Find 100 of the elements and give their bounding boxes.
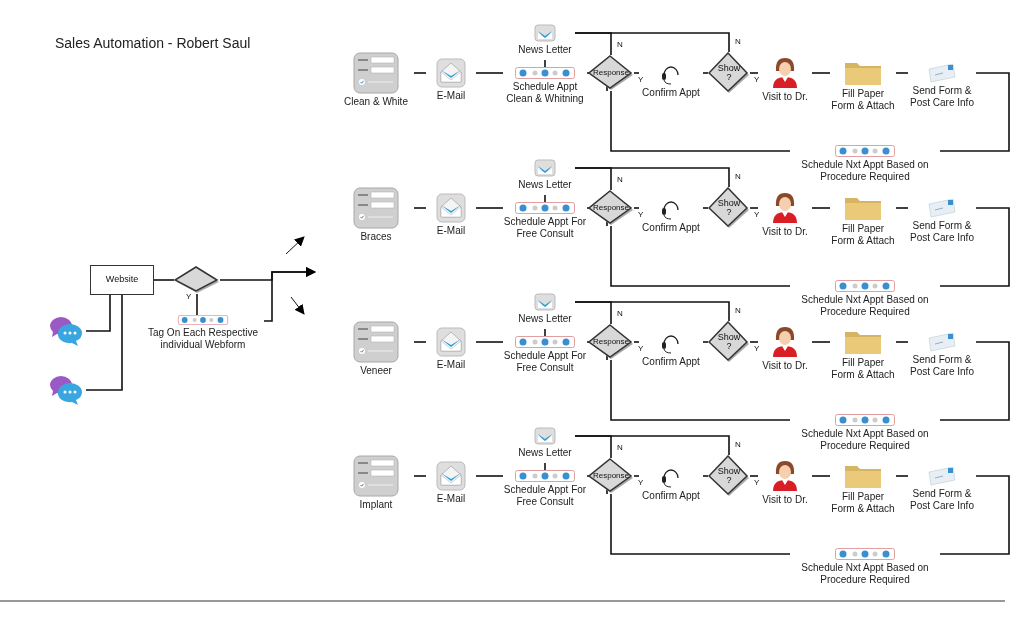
connector-line bbox=[895, 207, 909, 209]
node-label: Website bbox=[105, 273, 139, 287]
node-label: Send Form & Post Care Info bbox=[909, 354, 975, 378]
connector-line bbox=[574, 301, 730, 322]
edge-label: Y bbox=[753, 478, 761, 488]
connector-line bbox=[749, 72, 759, 74]
connector-line bbox=[811, 72, 831, 74]
connector-line bbox=[544, 462, 546, 471]
edge-label: Y bbox=[753, 210, 761, 220]
node-label: Clean & White bbox=[343, 96, 409, 108]
node-label: E-Mail bbox=[435, 225, 467, 237]
edge-label: N bbox=[734, 37, 742, 47]
connector-line bbox=[811, 475, 831, 477]
connector-line bbox=[475, 207, 504, 209]
node-label: Visit to Dr. bbox=[761, 91, 809, 103]
arrow bbox=[263, 267, 316, 322]
connector-line bbox=[633, 207, 640, 209]
connector-line bbox=[196, 293, 198, 316]
connector-line bbox=[475, 475, 504, 477]
node-label: Response bbox=[593, 471, 629, 481]
edge-label: N bbox=[734, 440, 742, 450]
connector-line bbox=[939, 207, 1010, 287]
edge-label: Y bbox=[637, 344, 645, 354]
connector-line bbox=[702, 72, 709, 74]
connector-line bbox=[749, 341, 759, 343]
connector-line bbox=[811, 341, 831, 343]
node-label: Fill Paper Form & Attach bbox=[830, 223, 896, 247]
node-label: E-Mail bbox=[435, 493, 467, 505]
connector-line bbox=[413, 72, 427, 74]
connector-line bbox=[749, 207, 759, 209]
connector-line bbox=[702, 207, 709, 209]
node-label: Schedule Nxt Appt Based on Procedure Required bbox=[800, 294, 930, 318]
connector-line bbox=[574, 435, 730, 456]
connector-line bbox=[633, 72, 640, 74]
node-label: Show ? bbox=[716, 198, 742, 218]
node-label: Show ? bbox=[716, 332, 742, 352]
edge-label: Y bbox=[637, 75, 645, 85]
connector-line bbox=[702, 341, 709, 343]
edge-label: Y bbox=[637, 210, 645, 220]
edge-label: N bbox=[734, 306, 742, 316]
connector-line bbox=[574, 32, 730, 53]
node-label: Visit to Dr. bbox=[761, 494, 809, 506]
connector-line bbox=[544, 194, 546, 203]
node-label: Fill Paper Form & Attach bbox=[830, 357, 896, 381]
connector-line bbox=[895, 475, 909, 477]
connector-line bbox=[811, 207, 831, 209]
node-label: Schedule Appt For Free Consult bbox=[503, 484, 587, 508]
edge-label: Y bbox=[185, 292, 193, 302]
node-label: Schedule Appt For Free Consult bbox=[503, 350, 587, 374]
node-label: Schedule Appt Clean & Whitning bbox=[505, 81, 585, 105]
connector-line bbox=[413, 207, 427, 209]
node-label: News Letter bbox=[517, 447, 573, 459]
edge-label: N bbox=[616, 40, 624, 50]
connector-line bbox=[939, 72, 1010, 152]
connector-line bbox=[475, 72, 504, 74]
node-label: Schedule Nxt Appt Based on Procedure Required bbox=[800, 159, 930, 183]
connector-line bbox=[85, 294, 111, 332]
node-label: Send Form & Post Care Info bbox=[909, 220, 975, 244]
node-label: Response bbox=[593, 68, 629, 78]
node-label: News Letter bbox=[517, 179, 573, 191]
edge-label: N bbox=[616, 309, 624, 319]
node-label: Confirm Appt bbox=[641, 490, 701, 502]
node-label: Tag On Each Respective individual Webform bbox=[146, 327, 260, 351]
connector-line bbox=[610, 90, 791, 152]
node-label: Confirm Appt bbox=[641, 356, 701, 368]
connector-line bbox=[475, 341, 504, 343]
node-label: Schedule Appt For Free Consult bbox=[503, 216, 587, 240]
process-box bbox=[90, 265, 154, 295]
connector-line bbox=[544, 59, 546, 68]
connector-line bbox=[610, 359, 791, 421]
connector-line bbox=[413, 475, 427, 477]
node-label: E-Mail bbox=[435, 359, 467, 371]
node-label: Confirm Appt bbox=[641, 222, 701, 234]
node-label: Visit to Dr. bbox=[761, 226, 809, 238]
node-label: Veneer bbox=[359, 365, 393, 377]
connector-line bbox=[413, 341, 427, 343]
node-label: Confirm Appt bbox=[641, 87, 701, 99]
node-label: Response bbox=[593, 203, 629, 213]
connector-line bbox=[544, 328, 546, 337]
node-label: Response bbox=[593, 337, 629, 347]
diagram-title: Sales Automation - Robert Saul bbox=[55, 34, 251, 53]
connector-line bbox=[153, 279, 175, 281]
node-label: Schedule Nxt Appt Based on Procedure Required bbox=[800, 428, 930, 452]
node-label: Send Form & Post Care Info bbox=[909, 488, 975, 512]
node-label: Schedule Nxt Appt Based on Procedure Required bbox=[800, 562, 930, 586]
node-label: Show ? bbox=[716, 63, 742, 83]
connector-line bbox=[939, 341, 1010, 421]
edge-label: Y bbox=[753, 75, 761, 85]
connector-line bbox=[633, 341, 640, 343]
node-label: Braces bbox=[359, 231, 393, 243]
edge-label: Y bbox=[753, 344, 761, 354]
edge-label: N bbox=[616, 175, 624, 185]
connector-line bbox=[633, 475, 640, 477]
node-label: Fill Paper Form & Attach bbox=[830, 88, 896, 112]
edge-label: Y bbox=[637, 478, 645, 488]
node-label: Send Form & Post Care Info bbox=[909, 85, 975, 109]
connector-line bbox=[749, 475, 759, 477]
edge-label: N bbox=[616, 443, 624, 453]
connector-line bbox=[895, 341, 909, 343]
connector-line bbox=[939, 475, 1010, 555]
